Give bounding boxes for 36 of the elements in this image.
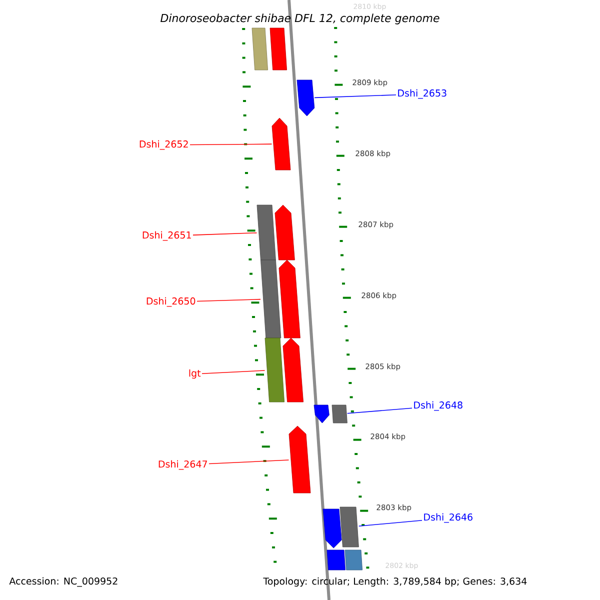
leader-line: [192, 232, 258, 236]
title: Dinoroseobacter shibae DFL 12, complete genome: [160, 14, 440, 24]
footer-text: Topology: circular; Length: 3,789,584 bp; Genes: 3,634: [263, 577, 527, 587]
gene-label: Dshi_2653: [398, 89, 446, 99]
gene-label: Dshi_2650: [146, 297, 196, 307]
feature-bar: [260, 260, 282, 338]
gene-feature: [288, 426, 311, 494]
leader-line: [190, 144, 272, 146]
feature-bar: [264, 338, 284, 402]
gene-label: Dshi_2648: [414, 401, 462, 411]
gene-feature: [272, 118, 291, 170]
gene-feature: [270, 28, 287, 70]
gene-label: Dshi_2646: [424, 513, 472, 523]
gene-feature: [326, 550, 346, 570]
feature-bar: [332, 404, 348, 424]
gene-feature: [314, 404, 330, 424]
leader-line: [314, 94, 396, 98]
gene-label: Dshi_2647: [158, 460, 207, 470]
leader-line: [347, 408, 412, 414]
feature-bar: [340, 506, 359, 548]
leader-line: [196, 298, 261, 302]
gene-feature: [296, 80, 315, 116]
gene-feature: [274, 204, 295, 260]
footer-text: Accession: NC_009952: [9, 577, 118, 587]
gene-feature: [322, 508, 342, 548]
feature-bar: [344, 550, 362, 570]
gene-label: lgt: [189, 369, 201, 379]
gene-feature: [278, 260, 300, 338]
gene-label: Dshi_2651: [142, 231, 191, 241]
leader-line: [202, 370, 266, 374]
feature-bar: [256, 204, 276, 260]
gene-feature: [282, 338, 304, 402]
leader-line: [208, 460, 290, 464]
feature-bar: [252, 28, 268, 70]
gene-label: Dshi_2652: [140, 140, 188, 150]
leader-line: [358, 520, 422, 527]
